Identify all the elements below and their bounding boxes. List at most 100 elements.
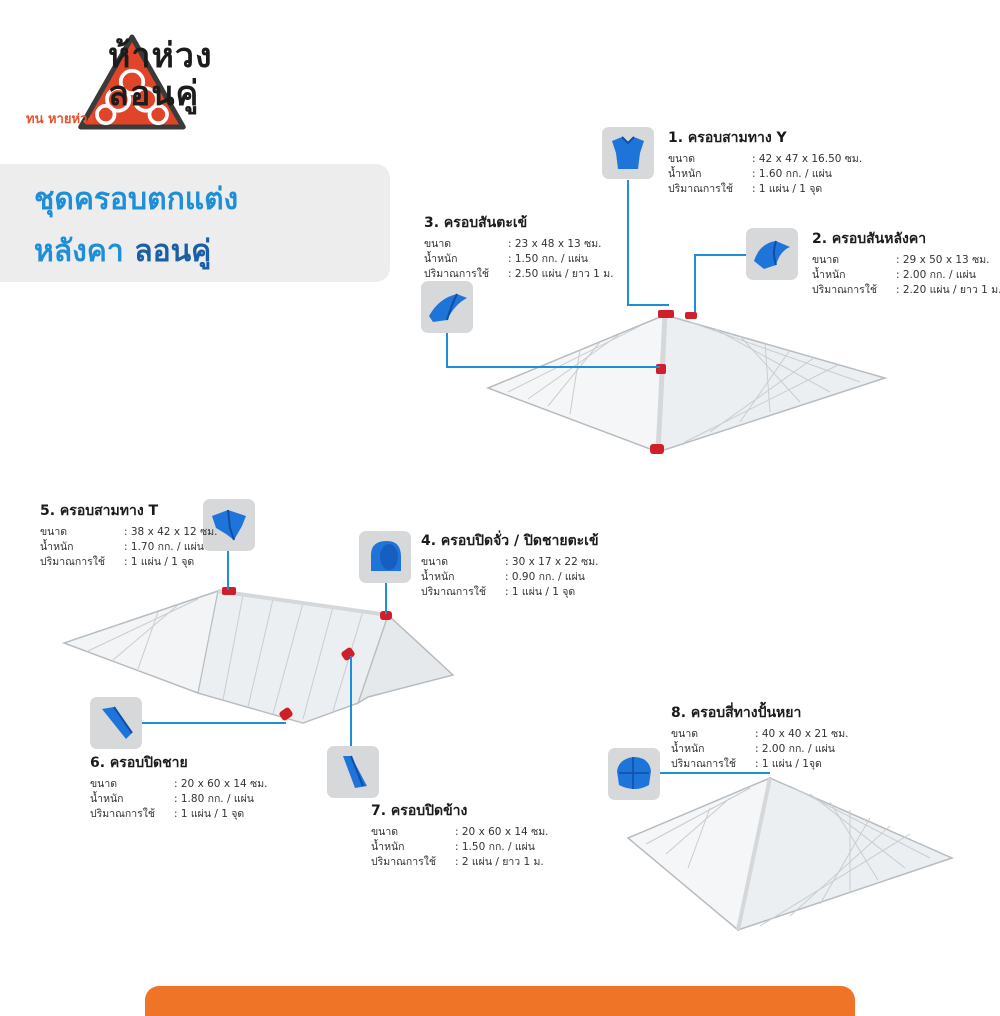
spec-qty: : 1 แผ่น / 1 จุด [752, 183, 823, 195]
connector-line-3 [446, 333, 448, 368]
thumb-item-3 [421, 281, 473, 333]
spec-label-size: ขนาด [424, 238, 452, 250]
spec-label-size: ขนาด [668, 153, 696, 165]
connector-line-4 [385, 580, 387, 614]
item-title: 7. ครอบปิดข้าง [371, 803, 468, 819]
spec-qty: : 1 แผ่น / 1จุด [755, 758, 822, 770]
spec-weight: : 2.00 กก. / แผ่น [896, 269, 976, 281]
spec-qty: : 2.50 แผ่น / ยาว 1 ม. [508, 268, 614, 280]
page-title-line2: หลังคา ลอนคู่ [34, 228, 211, 275]
eave-cap-icon [102, 706, 133, 739]
thumb-item-6 [90, 697, 142, 749]
spec-size: : 40 x 40 x 21 ซม. [755, 728, 849, 740]
item-title: 1. ครอบสามทาง Y [668, 130, 787, 146]
thumb-item-4 [359, 531, 411, 583]
spec-label-weight: น้ำหนัก [671, 743, 705, 755]
spec-size: : 38 x 42 x 12 ซม. [124, 526, 218, 538]
spec-weight: : 0.90 กก. / แผ่น [505, 571, 585, 583]
spec-label-weight: น้ำหนัก [668, 168, 702, 180]
thumb-item-7 [327, 746, 379, 798]
spec-label-qty: ปริมาณการใช้ [371, 856, 437, 868]
connector-line-8 [660, 772, 770, 774]
spec-size: : 42 x 47 x 16.50 ซม. [752, 153, 863, 165]
item-1-specs: 1. ครอบสามทาง Y ขนาด : 42 x 47 x 16.50 ซม… [668, 127, 862, 197]
thumb-item-2 [746, 228, 798, 280]
brand-tagline: ทน หายห่วง [26, 112, 94, 127]
connector-line-5 [227, 546, 229, 590]
gable-roof-illustration [61, 587, 455, 724]
y-ridge-cap-icon [612, 136, 644, 169]
spec-label-qty: ปริมาณการใช้ [812, 284, 878, 296]
end-cap-icon [371, 541, 401, 571]
thumb-item-8 [608, 748, 660, 800]
spec-size: : 30 x 17 x 22 ซม. [505, 556, 599, 568]
spec-size: : 23 x 48 x 13 ซม. [508, 238, 602, 250]
connector-line-1h [627, 304, 669, 306]
spec-label-weight: น้ำหนัก [40, 541, 74, 553]
spec-label-size: ขนาด [421, 556, 449, 568]
spec-label-qty: ปริมาณการใช้ [668, 183, 734, 195]
spec-label-qty: ปริมาณการใช้ [671, 758, 737, 770]
title-banner [0, 164, 390, 282]
ridge-cap-icon [754, 240, 790, 269]
spec-weight: : 1.50 กก. / แผ่น [455, 841, 535, 853]
item-6-specs: 6. ครอบปิดชาย ขนาด : 20 x 60 x 14 ซม. น้ำ… [90, 752, 267, 822]
spec-qty: : 1 แผ่น / 1 จุด [174, 808, 245, 820]
t-ridge-cap-icon [212, 509, 246, 541]
spec-label-size: ขนาด [40, 526, 68, 538]
page-title-line2-a: หลังคา [34, 234, 124, 269]
thumb-item-1 [602, 127, 654, 179]
item-title: 8. ครอบสี่ทางปั้นหยา [671, 705, 802, 721]
connector-line-2h [694, 254, 746, 256]
spec-label-qty: ปริมาณการใช้ [90, 808, 156, 820]
item-title: 6. ครอบปิดชาย [90, 755, 188, 771]
spec-qty: : 1 แผ่น / 1 จุด [124, 556, 195, 568]
spec-label-weight: น้ำหนัก [421, 571, 455, 583]
connector-line-3h [446, 366, 660, 368]
spec-label-weight: น้ำหนัก [90, 793, 124, 805]
spec-label-size: ขนาด [812, 254, 840, 266]
spec-label-weight: น้ำหนัก [812, 269, 846, 281]
hip-cap-icon [429, 293, 467, 322]
brand-logo [78, 34, 186, 130]
brand-name-line2: ลอนคู่ [108, 74, 200, 114]
connector-line-7 [350, 656, 352, 748]
spec-label-qty: ปริมาณการใช้ [424, 268, 490, 280]
spec-label-qty: ปริมาณการใช้ [421, 586, 487, 598]
connector-line-6 [138, 722, 286, 724]
item-title: 4. ครอบปิดจั่ว / ปิดชายตะเข้ [421, 533, 599, 549]
spec-label-size: ขนาด [371, 826, 399, 838]
pyramid-roof-illustration [626, 776, 955, 932]
spec-size: : 20 x 60 x 14 ซม. [455, 826, 549, 838]
spec-weight: : 1.80 กก. / แผ่น [174, 793, 254, 805]
item-8-specs: 8. ครอบสี่ทางปั้นหยา ขนาด : 40 x 40 x 21 … [671, 702, 848, 772]
spec-label-size: ขนาด [671, 728, 699, 740]
spec-qty: : 1 แผ่น / 1 จุด [505, 586, 576, 598]
spec-size: : 20 x 60 x 14 ซม. [174, 778, 268, 790]
spec-weight: : 1.70 กก. / แผ่น [124, 541, 204, 553]
item-5-specs: 5. ครอบสามทาง T ขนาด : 38 x 42 x 12 ซม. น… [40, 500, 217, 570]
item-4-specs: 4. ครอบปิดจั่ว / ปิดชายตะเข้ ขนาด : 30 x … [421, 530, 599, 600]
item-2-specs: 2. ครอบสันหลังคา ขนาด: 29 x 50 x 13 ซม. … [812, 228, 1000, 298]
spec-size: : 29 x 50 x 13 ซม. [896, 254, 990, 266]
spec-label-weight: น้ำหนัก [424, 253, 458, 265]
four-way-cap-icon [617, 757, 651, 789]
item-title: 2. ครอบสันหลังคา [812, 231, 927, 247]
spec-label-size: ขนาด [90, 778, 118, 790]
connector-line-1 [627, 180, 629, 306]
spec-weight: : 1.50 กก. / แผ่น [508, 253, 588, 265]
brand-name-line1: ห้าห่วง [108, 36, 213, 76]
item-7-specs: 7. ครอบปิดข้าง ขนาด : 20 x 60 x 14 ซม. น้… [371, 800, 548, 870]
spec-label-qty: ปริมาณการใช้ [40, 556, 106, 568]
bottom-accent-bar [145, 986, 855, 1016]
page-title-line1: ชุดครอบตกแต่ง [34, 182, 239, 217]
spec-label-weight: น้ำหนัก [371, 841, 405, 853]
item-title: 3. ครอบสันตะเข้ [424, 215, 528, 231]
spec-weight: : 1.60 กก. / แผ่น [752, 168, 832, 180]
item-title: 5. ครอบสามทาง T [40, 503, 159, 519]
spec-weight: : 2.00 กก. / แผ่น [755, 743, 835, 755]
item-3-specs: 3. ครอบสันตะเข้ ขนาด : 23 x 48 x 13 ซม. น… [424, 212, 613, 282]
page-title-line2-b: ลอนคู่ [134, 234, 212, 269]
side-cap-icon [343, 755, 367, 788]
spec-qty: : 2.20 แผ่น / ยาว 1 ม. [896, 284, 1000, 296]
